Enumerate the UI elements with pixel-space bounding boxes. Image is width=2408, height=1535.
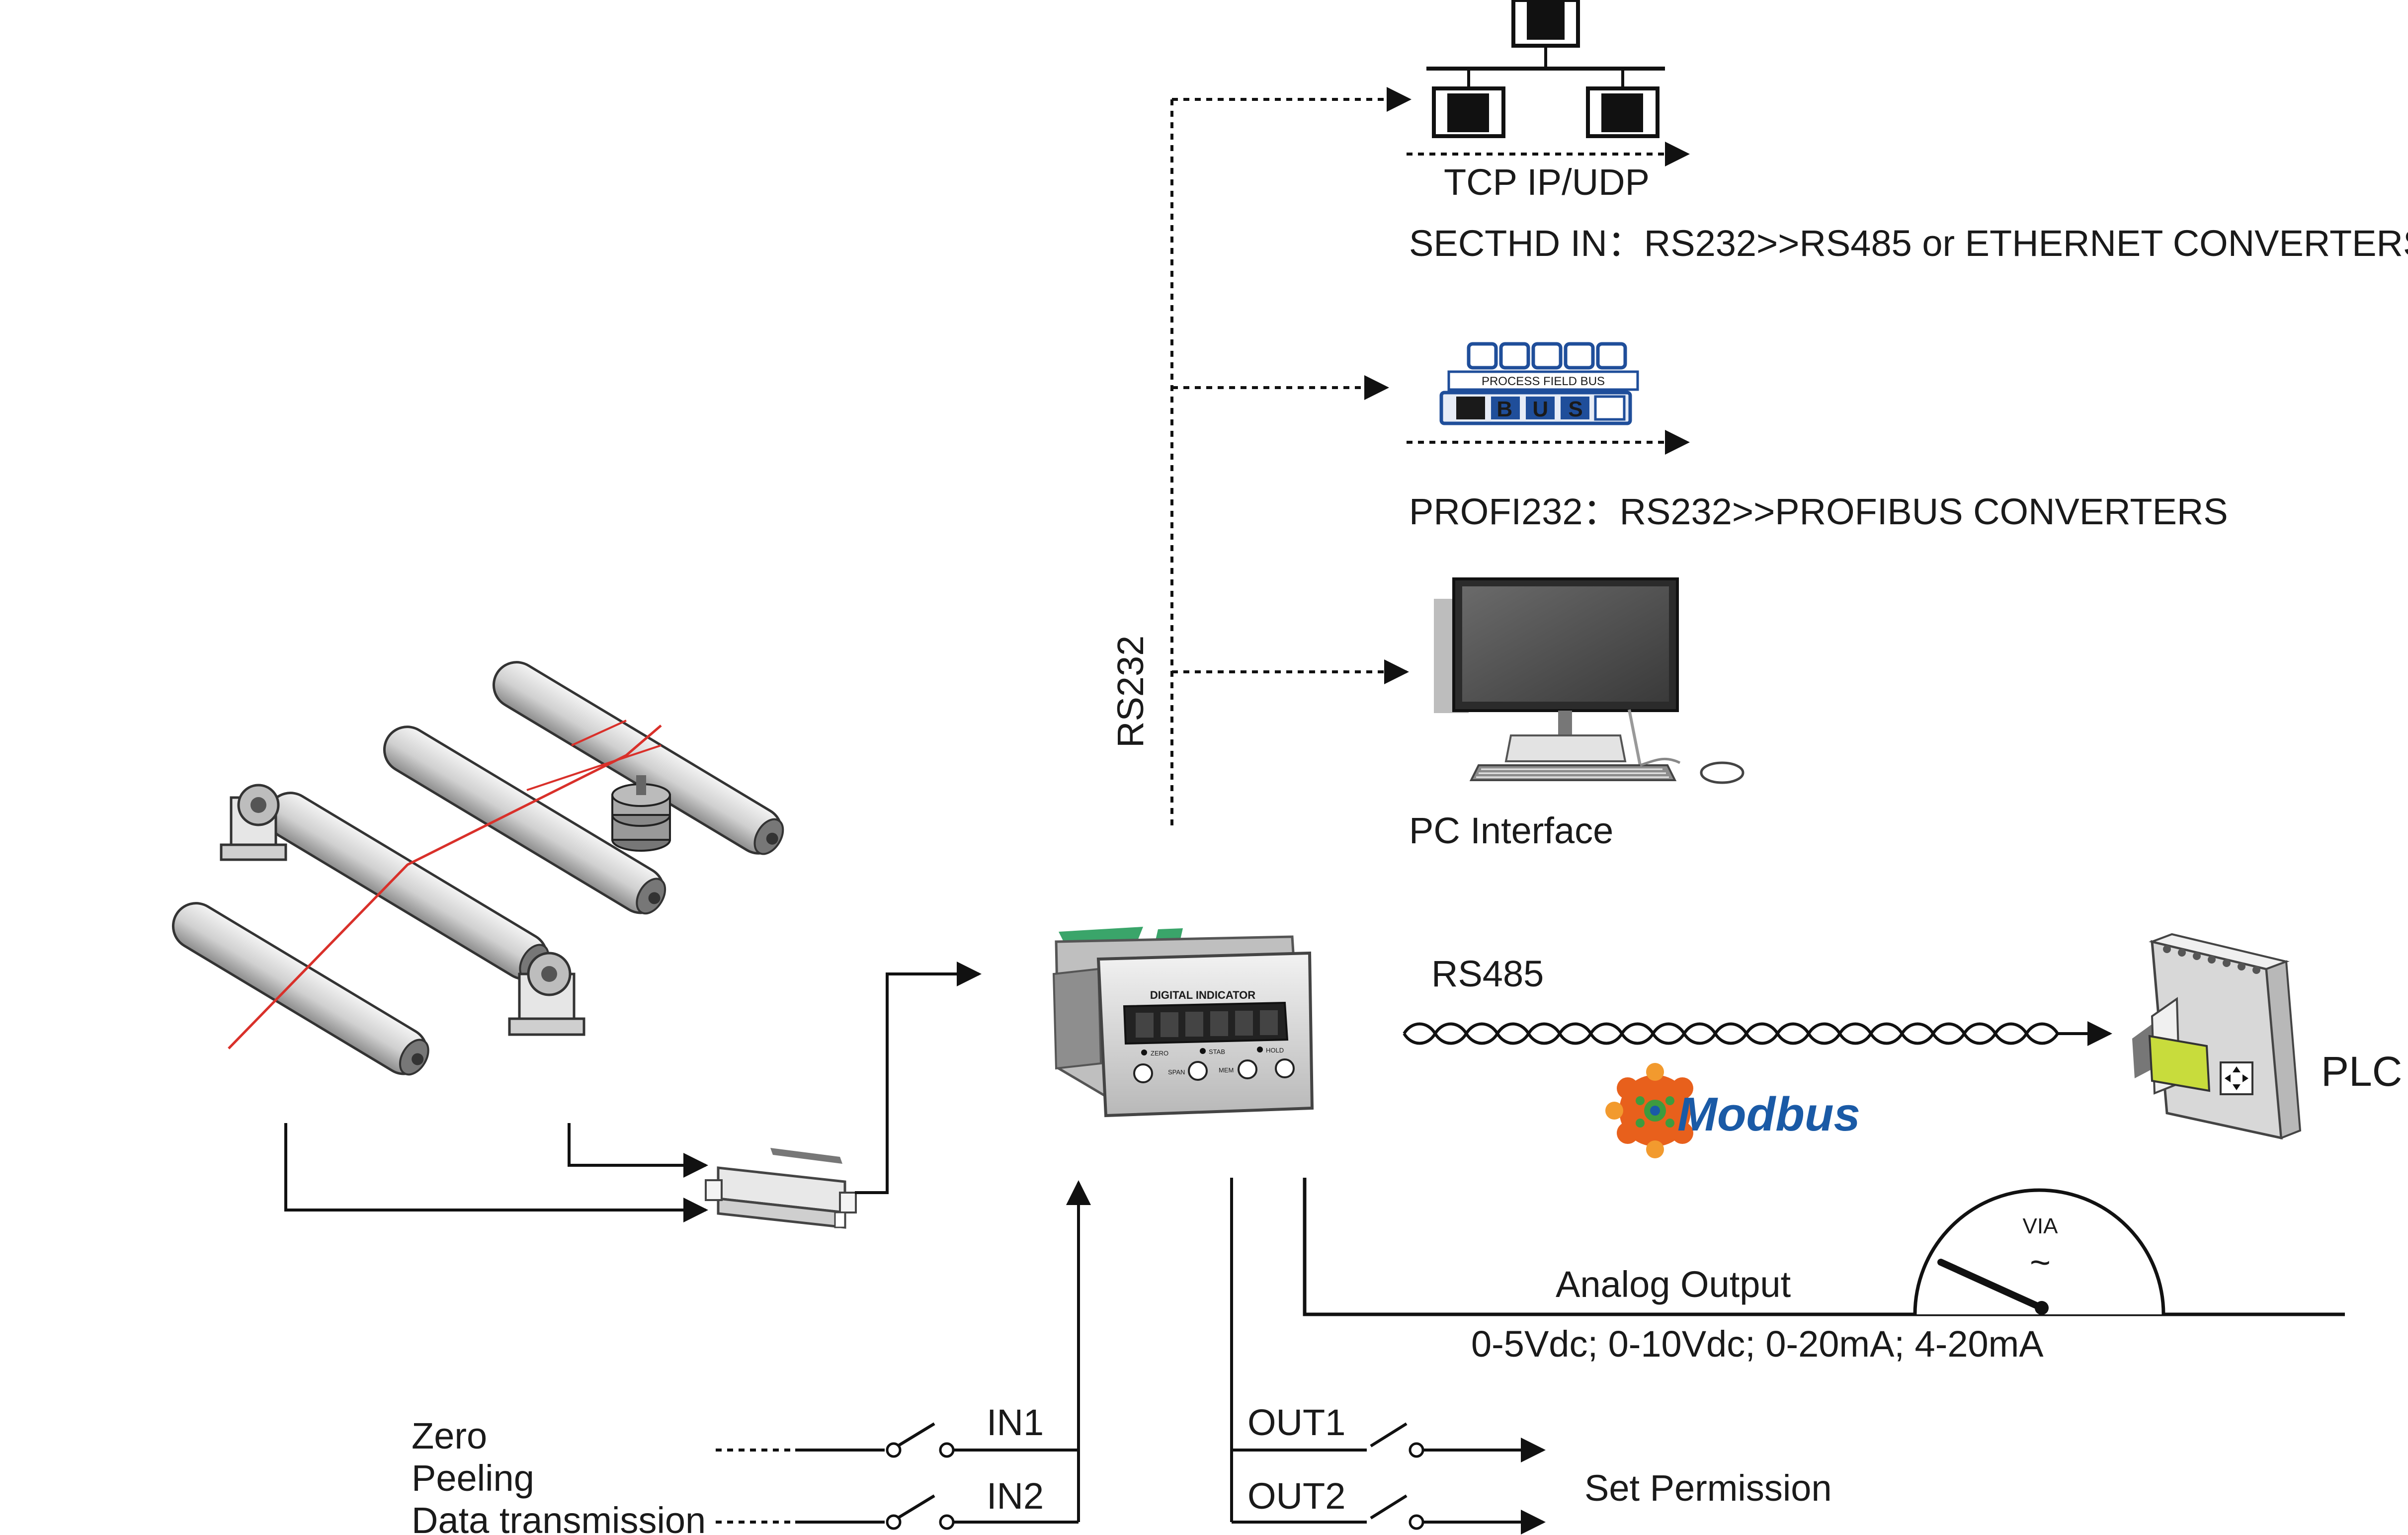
indicator-button-4[interactable] (1275, 1058, 1295, 1078)
modbus-logo: Modbus (1605, 1063, 1860, 1158)
button-label-span: SPAN (1168, 1068, 1185, 1076)
led-label-zero: ZERO (1151, 1050, 1168, 1057)
out2-label: OUT2 (1247, 1475, 1345, 1517)
modbus-logo-text: Modbus (1677, 1088, 1860, 1141)
profibus-bus-letters: B U S (1496, 397, 1589, 421)
digital-indicator: DIGITAL INDICATOR ZERO STAB HOLD SPAN ME… (1052, 927, 1314, 1118)
in2-switch-contact-b (939, 1514, 955, 1530)
indicator-button-mem[interactable] (1238, 1059, 1257, 1079)
conveyor-rollers-illustration (171, 661, 784, 1076)
set-permission-label: Set Permission (1584, 1467, 1832, 1509)
sensor-to-junction-line-2 (568, 1123, 708, 1178)
twisted-pair-strand-2 (1403, 1031, 2059, 1045)
indicator-title: DIGITAL INDICATOR (1150, 989, 1255, 1001)
junction-to-indicator-line (855, 962, 982, 1194)
secthd-label: SECTHD IN：RS232>>RS485 or ETHERNET CONVE… (1409, 223, 2408, 264)
analog-output-line (1303, 1178, 2345, 1316)
rs232-label: RS232 (1110, 636, 1151, 748)
out1-switch-contact (1409, 1442, 1424, 1458)
input-function-data-transmission: Data transmission (412, 1500, 706, 1535)
out2-switch-contact (1409, 1514, 1424, 1530)
sensor-to-junction-line-1 (284, 1123, 708, 1222)
out2-switch-blade (1370, 1494, 1408, 1520)
input-function-zero: Zero (412, 1415, 487, 1456)
led-label-stab: STAB (1209, 1048, 1225, 1055)
in2-switch-contact-a (886, 1514, 902, 1530)
button-label-mem: MEM (1219, 1066, 1234, 1074)
network-icon (1426, 0, 1665, 138)
pc-icon (1434, 577, 1744, 784)
meter-label: VIA (2023, 1214, 2059, 1238)
indicator-button-span[interactable] (1188, 1061, 1208, 1081)
input-function-peeling: Peeling (412, 1457, 534, 1499)
profibus-logo: PROCESS FIELD BUS B U S (1439, 342, 1639, 425)
plc-icon (2132, 933, 2302, 1140)
in2-label: IN2 (987, 1475, 1044, 1517)
out1-switch-blade (1370, 1422, 1408, 1448)
out1-label: OUT1 (1247, 1402, 1345, 1443)
analog-output-title: Analog Output (1556, 1264, 1791, 1305)
pc-label: PC Interface (1409, 810, 1613, 851)
tcp-label: TCP IP/UDP (1444, 162, 1650, 203)
analog-output-ranges: 0-5Vdc; 0-10Vdc; 0-20mA; 4-20mA (1471, 1323, 2044, 1365)
in1-switch-blade (897, 1422, 935, 1448)
profibus-small-text: PROCESS FIELD BUS (1482, 375, 1605, 388)
plc-label: PLC (2321, 1048, 2402, 1095)
in1-label: IN1 (987, 1402, 1044, 1443)
in1-switch-contact-a (886, 1442, 902, 1458)
meter-ac-symbol: ~ (2030, 1243, 2051, 1283)
in1-switch-contact-b (939, 1442, 955, 1458)
analog-meter: VIA ~ (1913, 1188, 2165, 1315)
profibus-label: PROFI232：RS232>>PROFIBUS CONVERTERS (1409, 491, 2228, 532)
rs485-twisted-pair-cable (1403, 1022, 2059, 1045)
led-label-hold: HOLD (1266, 1047, 1284, 1054)
twisted-pair-strand-1 (1403, 1022, 2059, 1037)
junction-box (705, 1148, 857, 1229)
indicator-button-1[interactable] (1133, 1063, 1153, 1083)
load-cell-weight (611, 775, 671, 852)
rs485-label: RS485 (1431, 953, 1544, 994)
in2-switch-blade (897, 1494, 935, 1520)
